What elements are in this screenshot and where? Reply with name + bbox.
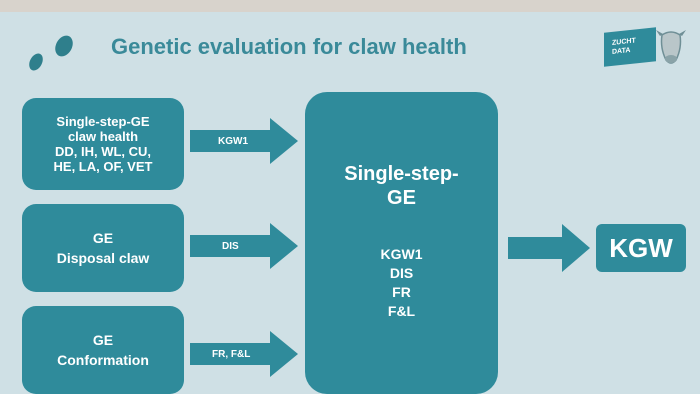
brand-logo: ZUCHT DATA <box>604 26 688 72</box>
arrow-dis-icon <box>190 223 298 269</box>
input-box-line: Disposal claw <box>56 250 150 266</box>
center-title-line-1: Single-step- <box>344 163 459 185</box>
center-item: F&L <box>387 303 416 319</box>
logo-mark-icon <box>29 35 73 71</box>
arrow-fr-fl-icon <box>190 331 298 377</box>
input-box-single-step-claw-health: Single-step-GE claw health DD, IH, WL, C… <box>22 98 184 190</box>
arrow-output-icon <box>508 224 590 272</box>
input-box-line: Conformation <box>57 352 149 368</box>
input-box-line: Single-step-GE <box>56 114 150 129</box>
arrow-label-dis: DIS <box>222 241 239 252</box>
arrow-label-kgw1: KGW1 <box>218 136 248 147</box>
input-box-line: GE <box>92 332 114 348</box>
output-box-kgw: KGW <box>596 224 686 272</box>
arrow-kgw1-icon <box>190 118 298 164</box>
brand-line-1: ZUCHT <box>612 37 636 47</box>
center-items: KGW1 DIS FR F&L <box>305 245 498 321</box>
input-box-disposal-claw: GE Disposal claw <box>22 204 184 292</box>
brand-line-2: DATA <box>612 46 631 56</box>
cow-icon <box>656 30 686 64</box>
input-box-line: claw health <box>67 129 139 144</box>
center-title-line-2: GE <box>387 187 416 209</box>
input-box-line: HE, LA, OF, VET <box>53 159 153 174</box>
center-item: KGW1 <box>380 246 423 262</box>
input-box-line: DD, IH, WL, CU, <box>54 144 152 159</box>
center-item: DIS <box>389 265 414 281</box>
input-box-line: GE <box>92 230 114 246</box>
center-box-single-step-ge: Single-step- GE KGW1 DIS FR F&L <box>305 92 498 394</box>
center-item: FR <box>392 284 411 300</box>
page-title: Genetic evaluation for claw health <box>111 34 467 59</box>
input-box-conformation: GE Conformation <box>22 306 184 394</box>
brand-tag: ZUCHT DATA <box>604 27 656 67</box>
arrow-label-fr-fl: FR, F&L <box>212 349 251 360</box>
